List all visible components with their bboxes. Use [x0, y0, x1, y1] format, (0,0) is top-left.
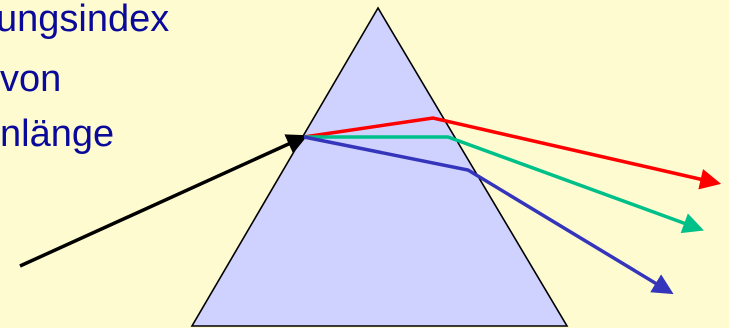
red-ray: [303, 116, 722, 190]
text-line-3: nlänge: [0, 113, 115, 155]
blue-ray: [303, 135, 674, 295]
prism: [190, 6, 569, 327]
incident-ray: [19, 134, 308, 268]
green-ray: [304, 135, 704, 234]
text-line-1: ungsindex: [0, 0, 170, 40]
text-line-2: von: [0, 58, 62, 100]
